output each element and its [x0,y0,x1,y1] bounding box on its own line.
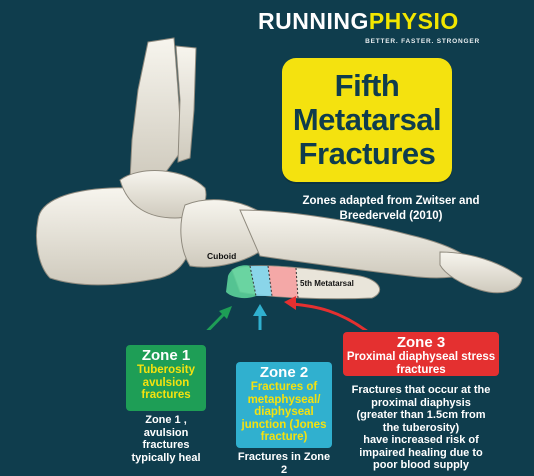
title-box: Fifth Metatarsal Fractures [282,58,452,182]
zone1-arrowhead [219,306,232,319]
zone2-title: Zone 2 [259,364,309,381]
title-line-3: Fractures [298,136,436,171]
fibula-bone [175,45,197,163]
zone2-arrowhead [253,304,267,316]
runningphysio-logo: RUNNINGPHYSIO BETTER. FASTER. STRONGER [258,8,508,48]
zone3-title: Zone 3 [396,334,446,351]
zone1-region [226,265,256,299]
zone3-region [268,266,298,298]
zone1-description: Zone 1 , avulsion fractures typically he… [131,414,201,464]
zone-divider-1 [249,265,257,297]
zone3-arrowhead [284,296,296,310]
zone3-description: Fractures that occur at the proximal dia… [351,384,491,471]
fifth-metatarsal-label: 5th Metatarsal [300,279,354,288]
zone1-title: Zone 1 [141,347,191,364]
zone2-region [250,266,272,296]
source-note: Zones adapted from Zwitser and Breederve… [302,195,480,222]
zone3-subtitle: Proximal diaphyseal stress fractures [346,351,496,376]
toe-bones [439,251,523,294]
title-line-2: Metatarsal [292,102,442,137]
zone3-header: Zone 3 Proximal diaphyseal stress fractu… [343,332,499,376]
logo-wordmark: RUNNINGPHYSIO [258,8,459,35]
zone2-description: Fractures in Zone 2 [237,451,331,476]
zone1-arrow [206,310,228,330]
logo-brand-main: RUNNING [258,8,369,34]
zone2-subtitle: Fractures of metaphyseal/ diaphyseal jun… [241,381,327,443]
tibia-bone [129,37,183,181]
foot-skeleton-illustration: Cuboid 5th Metatarsal [36,37,523,330]
logo-tagline: BETTER. FASTER. STRONGER [365,38,480,45]
zone3-arrow [291,302,368,330]
logo-brand-accent: PHYSIO [368,8,459,34]
zone2-header: Zone 2 Fractures of metaphyseal/ diaphys… [236,362,332,448]
title-line-1: Fifth [334,68,400,103]
zone-divider-2 [267,265,273,297]
zone1-subtitle: Tuberosity avulsion fractures [137,364,195,401]
cuboid-label: Cuboid [207,251,236,261]
zone1-header: Zone 1 Tuberosity avulsion fractures [126,345,206,411]
zone-divider-3 [295,267,299,299]
